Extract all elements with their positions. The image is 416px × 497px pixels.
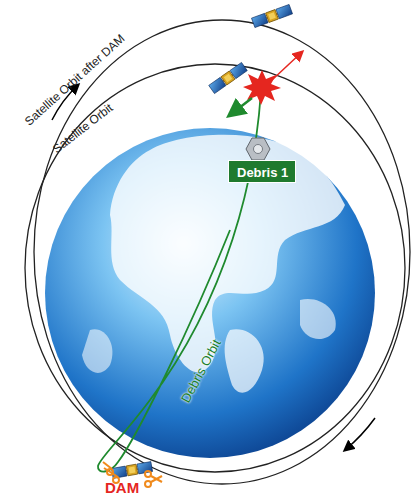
node-text: Debris 1 [237, 165, 287, 180]
debris-box: Debris 1 [228, 160, 296, 183]
orbit-label: Satellite Orbit [50, 101, 115, 156]
maneuver-label: DAM [105, 479, 139, 496]
